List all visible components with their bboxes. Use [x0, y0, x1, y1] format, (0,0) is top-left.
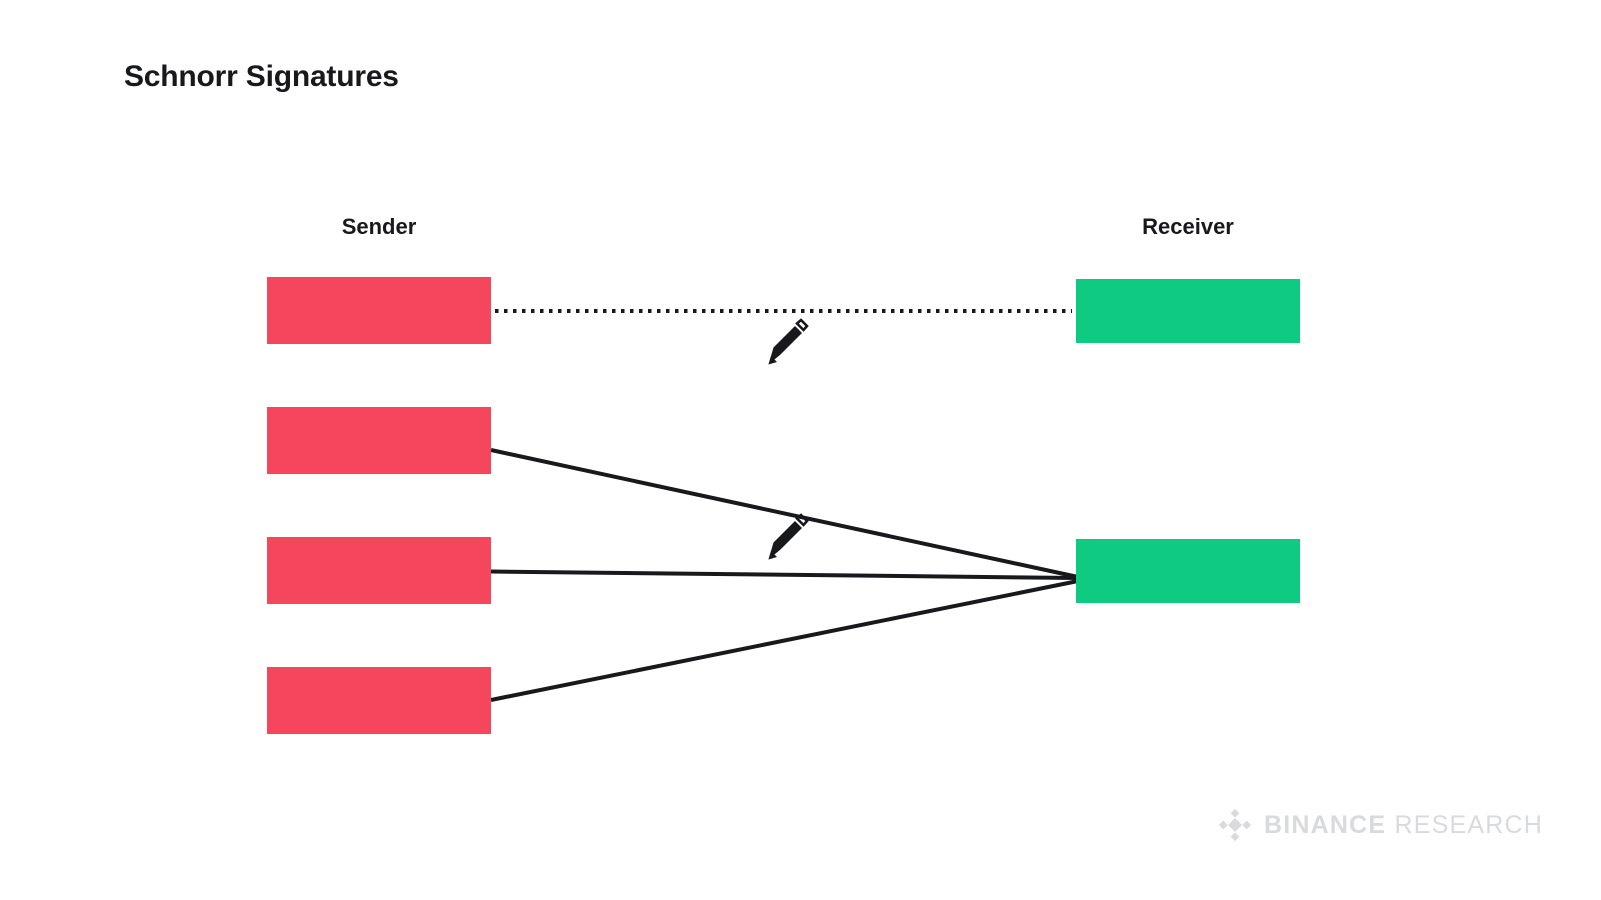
sender-block-2[interactable] — [267, 407, 491, 474]
watermark-text: BINANCE RESEARCH — [1264, 810, 1543, 839]
sender-block-4[interactable] — [267, 667, 491, 734]
connection-line-3 — [490, 569, 1079, 580]
receiver-blocks — [1076, 279, 1300, 603]
column-header-receiver: Receiver — [1142, 214, 1234, 239]
sender-block-1[interactable] — [267, 277, 491, 344]
receiver-block-1[interactable] — [1076, 279, 1300, 343]
watermark-suffix: RESEARCH — [1386, 810, 1543, 839]
column-header-sender: Sender — [341, 214, 417, 239]
connection-line-2 — [490, 448, 1079, 579]
binance-diamond-logo — [1218, 808, 1252, 842]
sender-block-3[interactable] — [267, 537, 491, 604]
pencil-icon-2 — [768, 513, 809, 560]
watermark-brand: BINANCE — [1264, 810, 1387, 839]
pencil-icon-1 — [768, 318, 809, 365]
connection-line-4 — [490, 579, 1079, 702]
page-title: Schnorr Signatures — [124, 60, 399, 93]
watermark: BINANCE RESEARCH — [1218, 805, 1543, 845]
receiver-block-2[interactable] — [1076, 539, 1300, 603]
sender-blocks — [267, 277, 491, 734]
connection-lines — [490, 309, 1079, 702]
